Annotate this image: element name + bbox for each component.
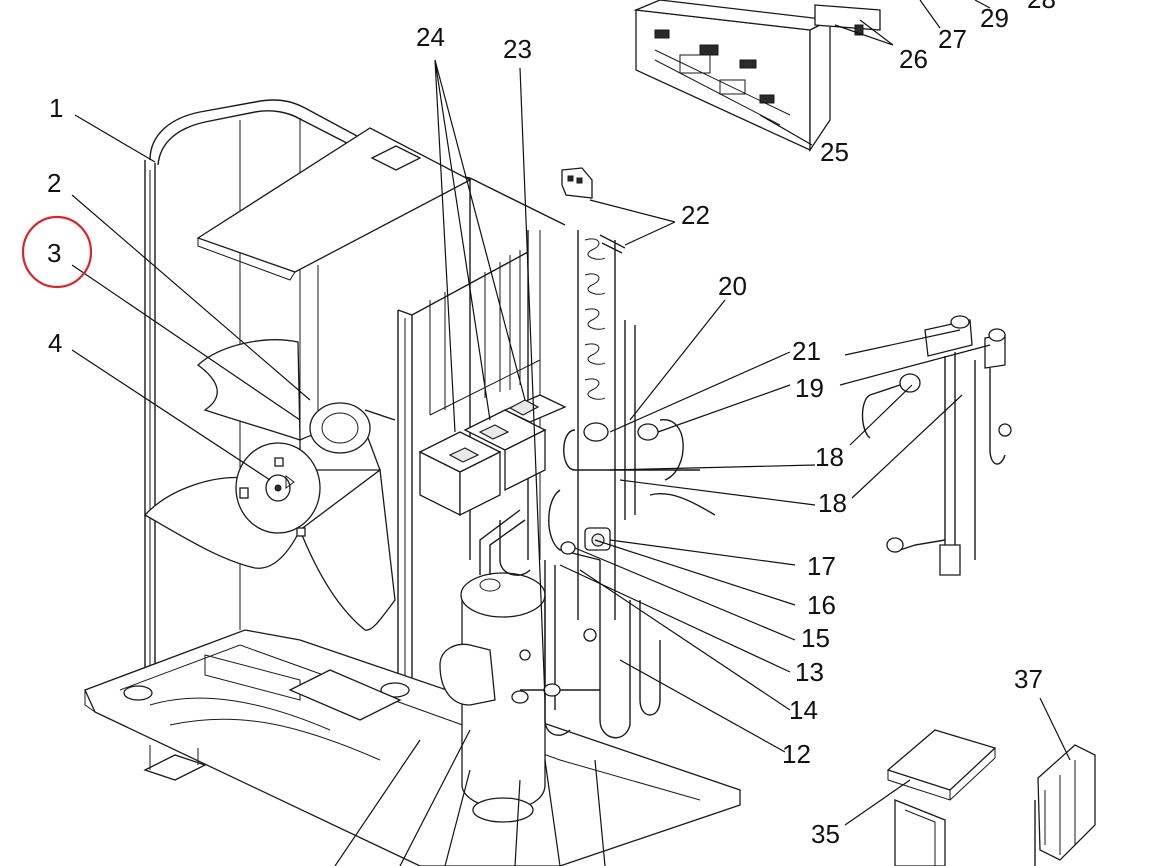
compressor	[439, 509, 546, 823]
part-number-16: 16	[807, 590, 836, 620]
cover-plate	[886, 729, 997, 866]
fan-propeller	[143, 339, 396, 631]
part-number-4: 4	[48, 328, 62, 358]
part-number-35: 35	[811, 819, 840, 849]
part-number-22: 22	[681, 200, 710, 230]
part-number-12: 12	[782, 739, 811, 769]
part-number-19: 19	[795, 373, 824, 403]
part-number-28: 28	[1027, 0, 1056, 14]
pcb-board	[633, 0, 881, 153]
part-number-1: 1	[49, 93, 63, 123]
part-number-3: 3	[47, 238, 61, 268]
part-number-labels: 1 2 3 4 24 23 25 26 27 29 28 22 20 21 19…	[47, 0, 1056, 849]
part-number-18a: 18	[815, 442, 844, 472]
part-number-26: 26	[899, 44, 928, 74]
part-number-14: 14	[789, 695, 818, 725]
part-number-25: 25	[820, 137, 849, 167]
sensor-harness	[861, 315, 1012, 576]
part-number-15: 15	[801, 623, 830, 653]
part-number-21: 21	[792, 336, 821, 366]
cabinet-frame	[84, 99, 741, 866]
part-number-29: 29	[980, 3, 1009, 33]
part-number-2: 2	[47, 168, 61, 198]
part-number-24: 24	[416, 22, 445, 52]
part-number-13: 13	[795, 657, 824, 687]
leader-lines	[71, 0, 1071, 866]
part-number-27: 27	[938, 24, 967, 54]
side-panel-piece	[1034, 744, 1096, 866]
terminal-connector	[561, 167, 626, 254]
part-number-18b: 18	[818, 488, 847, 518]
highlight-circle-part-3	[21, 215, 93, 289]
fan-motor	[309, 402, 396, 454]
part-number-23: 23	[503, 34, 532, 64]
part-number-20: 20	[718, 271, 747, 301]
part-number-37: 37	[1014, 664, 1043, 694]
part-number-17: 17	[807, 551, 836, 581]
reactor-blocks	[418, 394, 567, 517]
